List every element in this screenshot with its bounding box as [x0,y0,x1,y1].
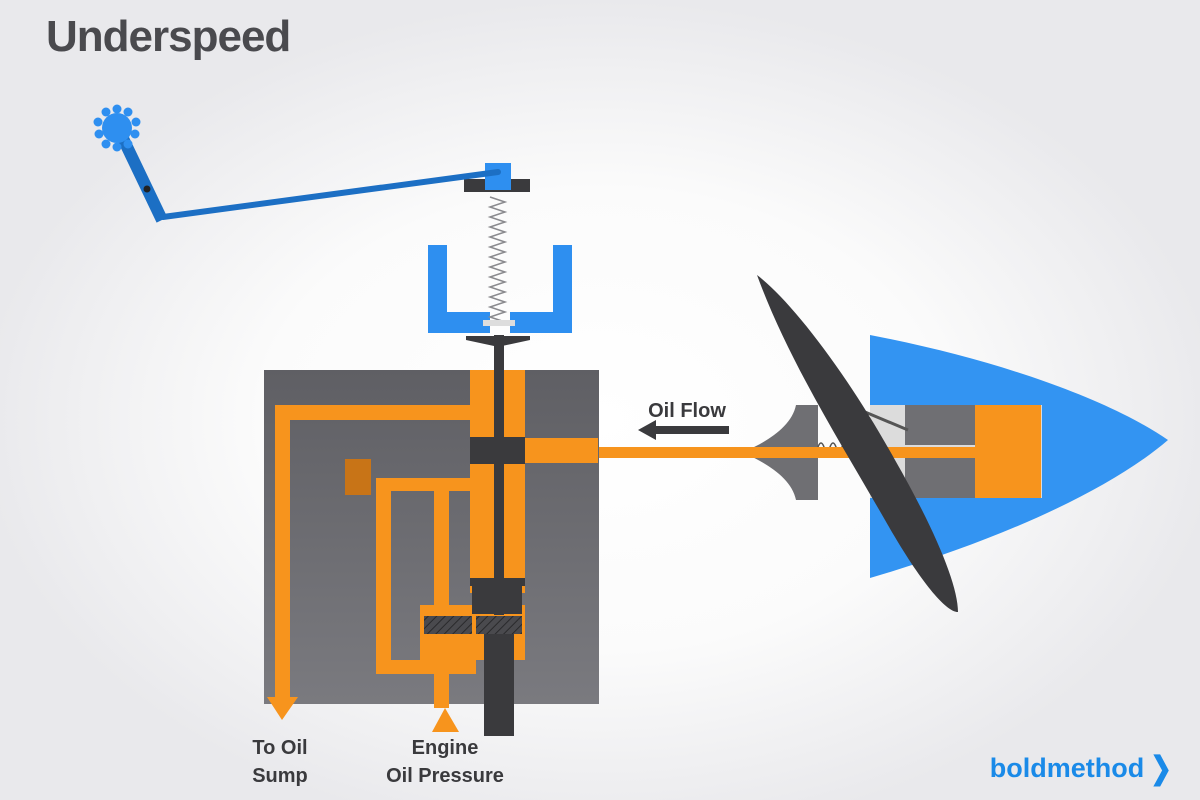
pitch-cylinder-wall-top [905,405,975,445]
oil-flow-label: Oil Flow [648,400,726,422]
relief-valve [345,459,371,495]
control-linkage-rod [160,169,501,220]
brand-name: boldmethod [989,753,1145,783]
spring-seat-lower [483,320,515,326]
down-arrow-icon [267,697,298,720]
drive-gear-right [476,616,522,634]
drive-shaft [484,634,514,736]
drive-gear-collar [472,586,522,614]
speeder-rack-block [485,163,511,190]
pitch-piston-oil-chamber [975,405,1041,498]
pilot-valve-upper-land [470,437,525,464]
oil-line-to-propeller [598,447,976,458]
to-oil-sump-label-line2: Sump [252,765,308,787]
pilot-valve-lower-land [470,578,525,586]
flyweight-right [510,245,572,333]
propeller-control-knob [93,104,141,152]
control-lever-pivot [143,185,151,193]
speeder-spring [487,196,508,323]
to-oil-sump-label-line1: To Oil [252,737,307,759]
pitch-cylinder-wall-bottom [905,458,975,498]
drive-gear-left [424,616,472,634]
flyweight-bearing [466,336,530,346]
chevron-right-icon: ❯ [1150,749,1172,786]
flyweight-left [428,245,490,333]
propeller-blade [757,275,958,612]
page-title: Underspeed [46,12,291,61]
piston-link-rod [864,410,909,432]
pilot-valve-stem [494,335,504,615]
engine-oil-pressure-label-line2: Oil Pressure [386,765,504,787]
engine-oil-pressure-label-line1: Engine [412,737,479,759]
brand-logo: boldmethod ❯ [989,749,1172,786]
up-arrow-icon [432,708,459,732]
left-arrow-icon [638,420,729,440]
